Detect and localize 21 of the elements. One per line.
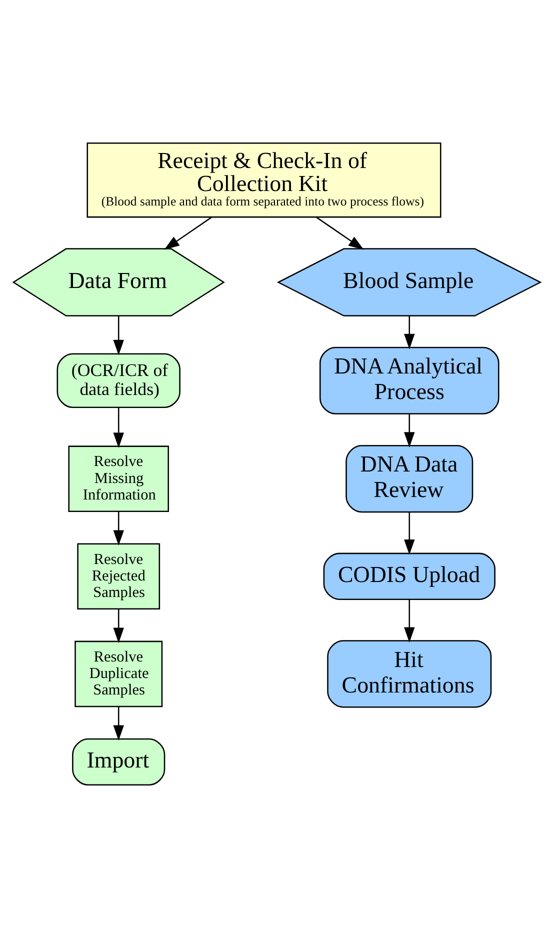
node-box: DNA Analytical Process	[319, 346, 500, 414]
arrow	[404, 600, 415, 643]
node-box: Receipt & Check-In of Collection Kit (Blood sample and data form separated into two process flows)	[86, 142, 442, 218]
node-box: Resolve Duplicate Samples	[74, 640, 163, 708]
arrow	[113, 512, 124, 546]
arrow	[113, 316, 124, 356]
arrow	[113, 609, 124, 644]
node-box: DNA Data Review	[346, 445, 474, 513]
arrow	[404, 414, 415, 448]
arrow	[164, 216, 212, 250]
node-box: Import	[72, 738, 166, 786]
node-box: Resolve Rejected Samples	[77, 543, 160, 610]
arrow	[404, 512, 415, 555]
arrow	[404, 316, 415, 350]
arrow	[113, 408, 124, 448]
node-box: Hit Confirmations	[327, 640, 492, 708]
node-box: Resolve Missing Information	[68, 446, 169, 512]
arrow	[316, 216, 364, 250]
node-box: (OCR/ICR of data fields)	[56, 353, 180, 408]
node-box: CODIS Upload	[323, 552, 496, 600]
arrow	[113, 706, 124, 741]
